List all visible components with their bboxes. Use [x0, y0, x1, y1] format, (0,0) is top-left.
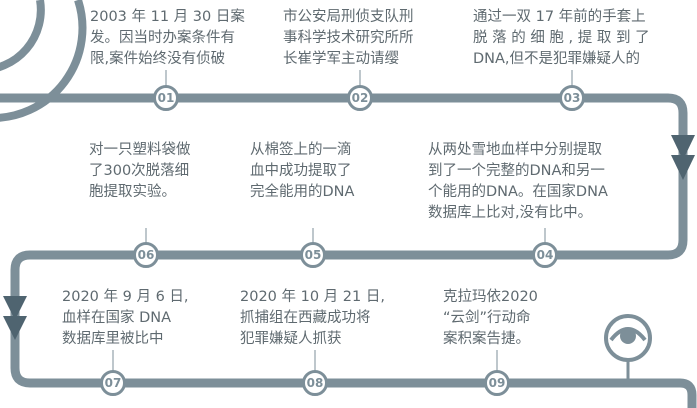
step-03-marker: 03 — [559, 85, 585, 111]
step-08-marker: 08 — [302, 370, 328, 396]
step-08-text: 2020 年 10 月 21 日, 抓捕组在西藏成功将 犯罪嫌疑人抓获 — [240, 289, 385, 347]
step-03-text: 通过一双 17 年前的手套上 脱 落 的 细 胞 , 提 取 到 了 DNA,但… — [473, 9, 650, 67]
step-06-marker: 06 — [133, 242, 159, 268]
arrow-down-icon-right — [671, 135, 695, 180]
step-01-marker: 01 — [153, 85, 179, 111]
step-09-marker: 09 — [484, 370, 510, 396]
decorative-arc-outer — [0, 0, 45, 72]
step-04-text: 从两处雪地血样中分别提取 到了一个完整的DNA和另一 个能用的DNA。在国家DN… — [428, 142, 608, 221]
eye-logo-icon — [604, 314, 652, 379]
step-05-text: 从棉签上的一滴 血中成功提取了 完全能用的DNA — [250, 142, 355, 200]
step-06-text: 对一只塑料袋做 了300次脱落细 胞提取实验。 — [89, 142, 191, 200]
step-02-marker: 02 — [347, 85, 373, 111]
step-07-text: 2020 年 9 月 6 日, 血样在国家 DNA 数据库里被比中 — [62, 289, 189, 347]
step-04-marker: 04 — [532, 242, 558, 268]
step-01-text: 2003 年 11 月 30 日案 发。因当时办案条件有 限,案件始终没有侦破 — [90, 9, 245, 67]
decorative-arc-inner — [0, 0, 87, 122]
step-02-text: 市公安局刑侦支队刑 事科学技术研究所所 长崔学军主动请缨 — [283, 9, 414, 67]
track-path — [0, 93, 697, 408]
step-05-marker: 05 — [300, 242, 326, 268]
step-07-marker: 07 — [100, 370, 126, 396]
arrow-down-icon-left — [3, 296, 27, 340]
step-09-text: 克拉玛依2020 “云剑”行动命 案积案告捷。 — [443, 289, 538, 347]
